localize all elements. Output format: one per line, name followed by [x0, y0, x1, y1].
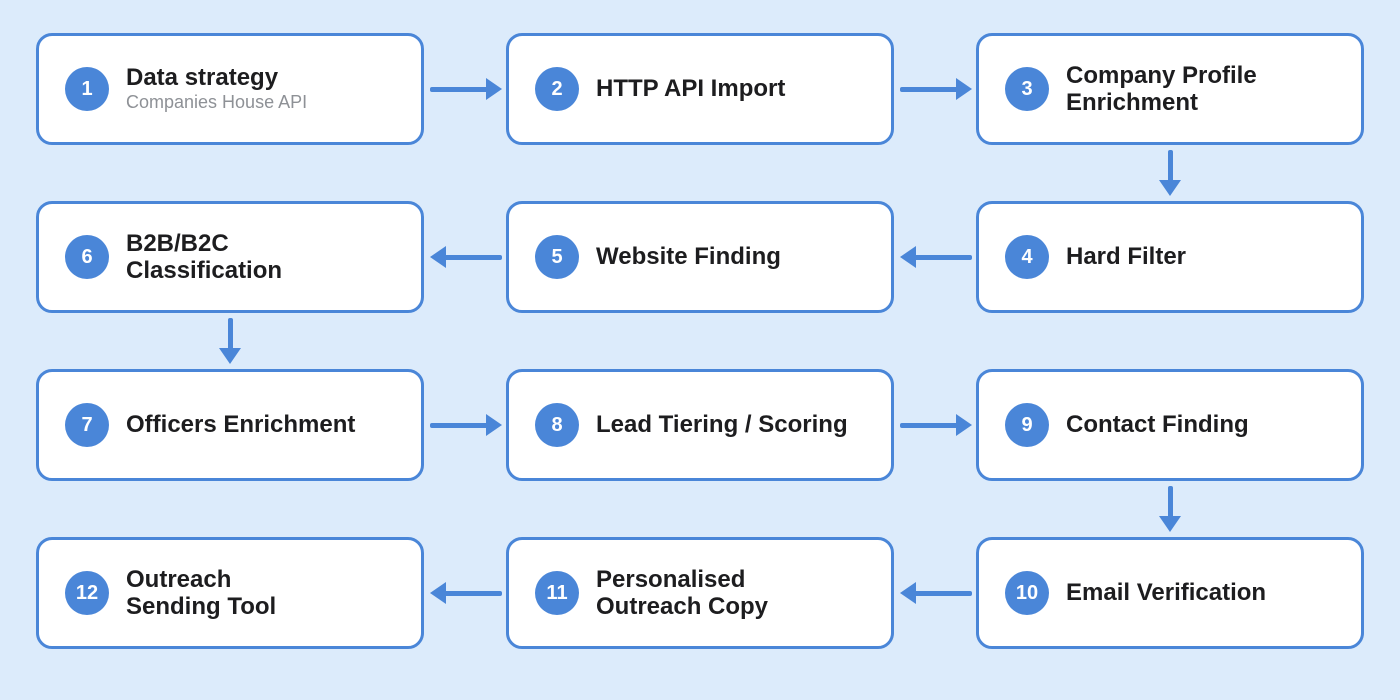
- step-text: Contact Finding: [1066, 411, 1249, 438]
- step-number-badge: 10: [1005, 571, 1049, 615]
- step-text: Company Profile Enrichment: [1066, 62, 1257, 116]
- arrow-11-to-12-icon: [430, 582, 502, 604]
- step-number-badge: 3: [1005, 67, 1049, 111]
- flow-node-6-b2b-b2c-classification: 6 B2B/B2C Classification: [36, 201, 424, 313]
- step-text: Email Verification: [1066, 579, 1266, 606]
- step-text: B2B/B2C Classification: [126, 230, 282, 284]
- step-title: B2B/B2C Classification: [126, 229, 283, 284]
- step-number-badge: 8: [535, 403, 579, 447]
- step-title: Email Verification: [1066, 579, 1267, 607]
- flow-node-3-company-profile-enrichment: 3 Company Profile Enrichment: [976, 33, 1364, 145]
- arrow-8-to-9-icon: [900, 414, 972, 436]
- step-number-badge: 1: [65, 67, 109, 111]
- arrow-2-to-3-icon: [900, 78, 972, 100]
- step-number-badge: 12: [65, 571, 109, 615]
- flow-node-8-lead-tiering-scoring: 8 Lead Tiering / Scoring: [506, 369, 894, 481]
- flow-node-10-email-verification: 10 Email Verification: [976, 537, 1364, 649]
- step-subtitle: Companies House API: [126, 92, 308, 113]
- step-title: Lead Tiering / Scoring: [596, 411, 848, 439]
- step-title: Company Profile Enrichment: [1066, 61, 1257, 116]
- step-text: Outreach Sending Tool: [126, 566, 276, 620]
- arrow-10-to-11-icon: [900, 582, 972, 604]
- arrow-9-to-10-icon: [1159, 486, 1181, 532]
- step-text: Officers Enrichment: [126, 411, 355, 438]
- step-text: Website Finding: [596, 243, 781, 270]
- flow-node-7-officers-enrichment: 7 Officers Enrichment: [36, 369, 424, 481]
- step-title: Outreach Sending Tool: [126, 565, 277, 620]
- step-number-badge: 6: [65, 235, 109, 279]
- flow-node-5-website-finding: 5 Website Finding: [506, 201, 894, 313]
- flow-node-11-personalised-outreach-copy: 11 Personalised Outreach Copy: [506, 537, 894, 649]
- step-text: Personalised Outreach Copy: [596, 566, 768, 620]
- flow-node-1-data-strategy: 1 Data strategy Companies House API: [36, 33, 424, 145]
- step-number-badge: 2: [535, 67, 579, 111]
- arrow-6-to-7-icon: [219, 318, 241, 364]
- step-title: HTTP API Import: [596, 75, 786, 103]
- step-number-badge: 11: [535, 571, 579, 615]
- step-text: Hard Filter: [1066, 243, 1186, 270]
- arrow-3-to-4-icon: [1159, 150, 1181, 196]
- step-title: Contact Finding: [1066, 411, 1249, 439]
- step-title: Data strategy: [126, 64, 279, 92]
- step-number-badge: 4: [1005, 235, 1049, 279]
- arrow-1-to-2-icon: [430, 78, 502, 100]
- step-title: Personalised Outreach Copy: [596, 565, 769, 620]
- flow-node-9-contact-finding: 9 Contact Finding: [976, 369, 1364, 481]
- flow-node-4-hard-filter: 4 Hard Filter: [976, 201, 1364, 313]
- step-text: Data strategy Companies House API: [126, 64, 307, 114]
- arrow-5-to-6-icon: [430, 246, 502, 268]
- step-number-badge: 7: [65, 403, 109, 447]
- arrow-7-to-8-icon: [430, 414, 502, 436]
- step-title: Officers Enrichment: [126, 411, 356, 439]
- step-number-badge: 9: [1005, 403, 1049, 447]
- step-text: HTTP API Import: [596, 75, 785, 102]
- flow-node-12-outreach-sending-tool: 12 Outreach Sending Tool: [36, 537, 424, 649]
- step-text: Lead Tiering / Scoring: [596, 411, 848, 438]
- step-title: Website Finding: [596, 243, 781, 271]
- step-number-badge: 5: [535, 235, 579, 279]
- step-title: Hard Filter: [1066, 243, 1187, 271]
- arrow-4-to-5-icon: [900, 246, 972, 268]
- flow-node-2-http-api-import: 2 HTTP API Import: [506, 33, 894, 145]
